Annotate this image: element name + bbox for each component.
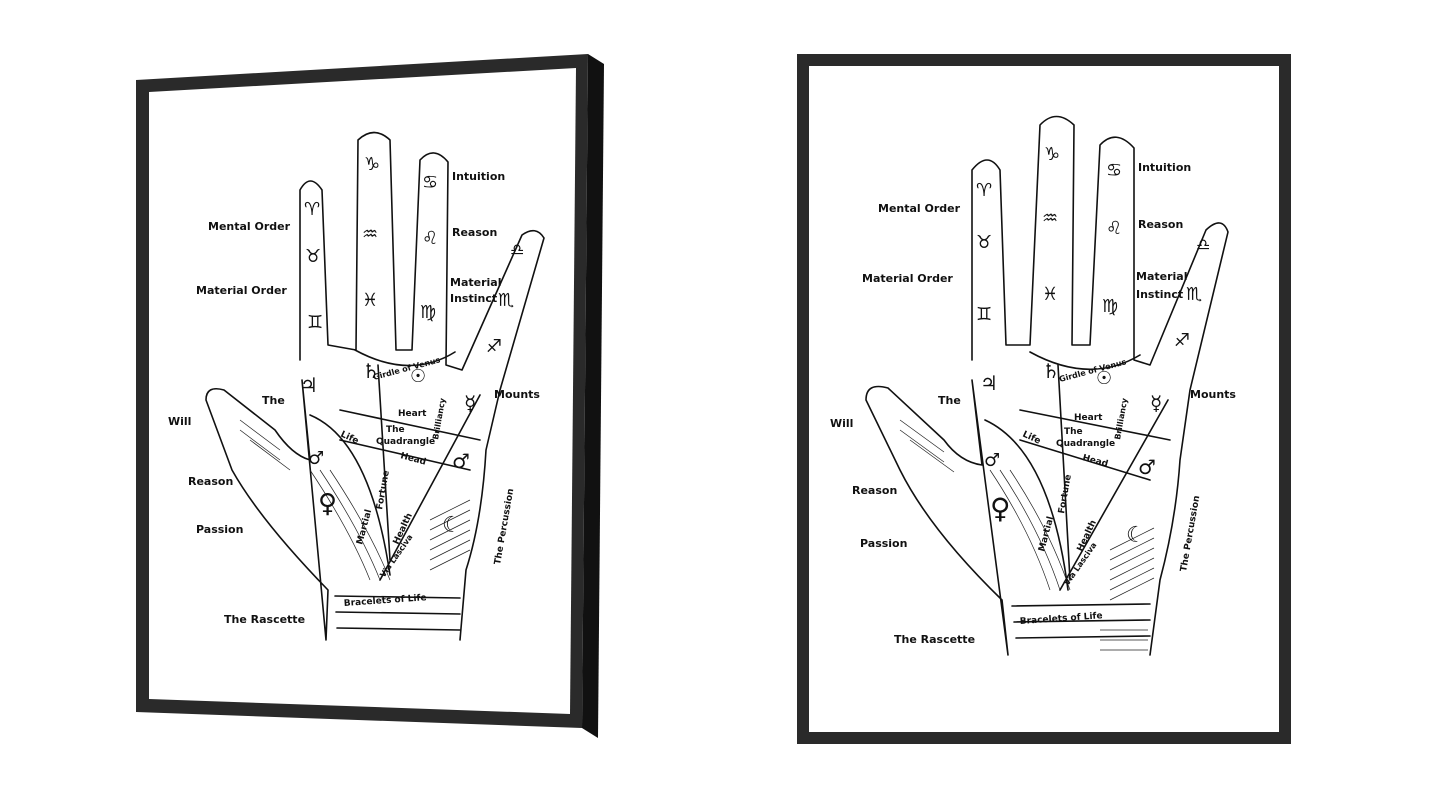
label-material-order: Material Order <box>196 284 287 297</box>
saturn-symbol: ♄ <box>1042 359 1060 383</box>
label-the: The <box>938 394 961 407</box>
label-intuition: Intuition <box>452 170 505 183</box>
sagittarius-symbol: ♐ <box>486 336 502 357</box>
label-mental-order: Mental Order <box>878 202 961 215</box>
label-material-order: Material Order <box>862 272 953 285</box>
label-reason-top: Reason <box>1138 218 1183 231</box>
mercury-symbol: ☿ <box>1150 391 1162 415</box>
label-quadrangle-the: The <box>386 425 405 435</box>
sagittarius-symbol: ♐ <box>1174 330 1190 351</box>
frame-side <box>582 54 604 738</box>
label-the: The <box>262 394 285 407</box>
pisces-symbol: ♓ <box>1042 284 1058 305</box>
capricorn-symbol: ♑ <box>1044 144 1060 165</box>
taurus-symbol: ♉ <box>305 246 321 267</box>
sun-symbol: ☉ <box>410 366 426 387</box>
frame-mat <box>149 68 576 714</box>
label-the-rascette: The Rascette <box>224 613 305 626</box>
label-material: Material <box>450 276 501 289</box>
saturn-symbol: ♄ <box>362 359 380 383</box>
leo-symbol: ♌ <box>422 228 438 249</box>
label-quadrangle-the: The <box>1064 427 1083 437</box>
label-head: Head <box>1081 453 1109 469</box>
jupiter-symbol: ♃ <box>300 373 318 397</box>
libra-symbol: ♎ <box>1196 235 1210 254</box>
sun-symbol: ☉ <box>1096 368 1112 389</box>
framed-print-front: ♈ ♉ ♊ ♑ ♒ ♓ ♋ ♌ ♍ ♎ ♏ ♐ ♃ ♄ ☉ ☿ ♂ ♂ ♀ ☾ <box>797 54 1291 744</box>
label-reason: Reason <box>852 484 897 497</box>
mars-symbol-lower: ♂ <box>308 448 324 469</box>
gemini-symbol: ♊ <box>976 304 992 325</box>
virgo-symbol: ♍ <box>1102 296 1118 317</box>
capricorn-symbol: ♑ <box>364 154 380 175</box>
moon-symbol: ☾ <box>1126 523 1146 548</box>
label-passion: Passion <box>196 523 243 536</box>
gemini-symbol: ♊ <box>307 312 323 333</box>
label-the-rascette: The Rascette <box>894 633 975 646</box>
label-mounts: Mounts <box>1190 388 1236 401</box>
scorpio-symbol: ♏ <box>1186 284 1202 305</box>
label-instinct: Instinct <box>1136 288 1183 301</box>
aquarius-symbol: ♒ <box>362 224 378 245</box>
cancer-symbol: ♋ <box>422 172 438 193</box>
mercury-symbol: ☿ <box>464 391 476 415</box>
label-material: Material <box>1136 270 1187 283</box>
virgo-symbol: ♍ <box>420 302 436 323</box>
cancer-symbol: ♋ <box>1106 160 1122 181</box>
label-mounts: Mounts <box>494 388 540 401</box>
palmistry-hand-right: ♈ ♉ ♊ ♑ ♒ ♓ ♋ ♌ ♍ ♎ ♏ ♐ ♃ ♄ ☉ ☿ ♂ ♂ ♀ ☾ <box>830 115 1236 656</box>
aquarius-symbol: ♒ <box>1042 208 1058 229</box>
moon-symbol: ☾ <box>442 513 462 538</box>
label-heart: Heart <box>398 409 427 419</box>
pisces-symbol: ♓ <box>362 290 378 311</box>
label-quadrangle: Quadrangle <box>1056 439 1115 449</box>
label-heart: Heart <box>1074 413 1103 423</box>
label-will: Will <box>830 417 853 430</box>
venus-symbol: ♀ <box>318 489 337 519</box>
label-the-percussion: The Percussion <box>1179 495 1202 573</box>
leo-symbol: ♌ <box>1106 218 1122 239</box>
jupiter-symbol: ♃ <box>980 371 998 395</box>
mars-symbol-upper: ♂ <box>452 449 470 473</box>
mars-symbol-lower: ♂ <box>984 450 1000 471</box>
aries-symbol: ♈ <box>304 199 320 220</box>
label-bracelets-of-life: Bracelets of Life <box>1020 611 1103 627</box>
label-brilliancy: Brilliancy <box>1113 397 1129 441</box>
label-intuition: Intuition <box>1138 161 1191 174</box>
label-passion: Passion <box>860 537 907 550</box>
label-reason: Reason <box>188 475 233 488</box>
label-will: Will <box>168 415 191 428</box>
label-quadrangle: Quadrangle <box>376 437 435 447</box>
label-girdle-of-venus: Girdle of Venus <box>1058 357 1127 384</box>
label-reason-top: Reason <box>452 226 497 239</box>
label-instinct: Instinct <box>450 292 497 305</box>
label-fortune: Fortune <box>1057 474 1074 515</box>
aries-symbol: ♈ <box>976 180 992 201</box>
venus-symbol: ♀ <box>990 492 1011 525</box>
mars-symbol-upper: ♂ <box>1138 455 1156 479</box>
label-mental-order: Mental Order <box>208 220 291 233</box>
taurus-symbol: ♉ <box>976 232 992 253</box>
libra-symbol: ♎ <box>510 240 524 259</box>
scorpio-symbol: ♏ <box>498 290 514 311</box>
